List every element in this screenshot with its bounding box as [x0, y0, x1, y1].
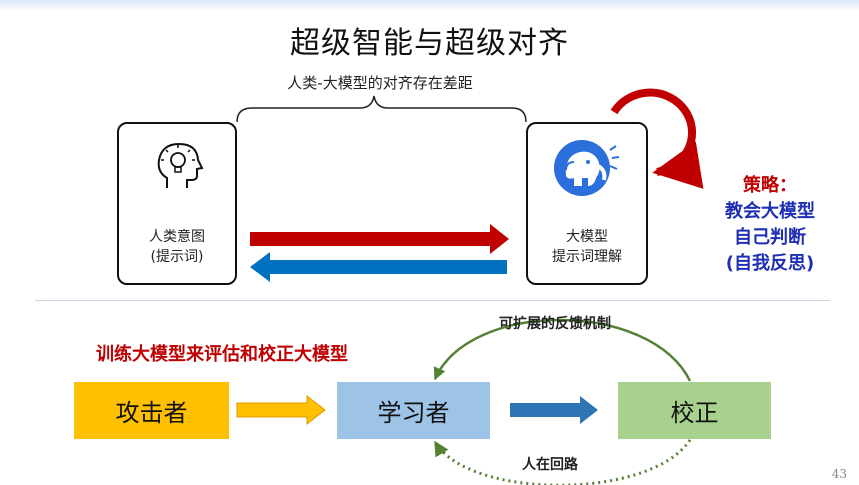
- strategy-line-3: (自我反思): [725, 253, 815, 274]
- alignment-gap-label: 人类-大模型的对齐存在差距: [287, 74, 473, 92]
- human-intent-box: 人类意图 (提示词): [117, 122, 237, 285]
- learner-box: 学习者: [337, 382, 490, 439]
- human-in-loop-label: 人在回路: [522, 457, 578, 473]
- backward-blue-arrow: [250, 252, 507, 282]
- top-gradient-bar: [0, 0, 859, 11]
- head-lightbulb-icon: [157, 142, 204, 188]
- elephant-logo-icon: [554, 140, 620, 196]
- attacker-to-learner-arrow: [236, 394, 326, 426]
- forward-red-arrow: [250, 224, 509, 254]
- attacker-box: 攻击者: [74, 382, 229, 439]
- gap-brace: [236, 95, 527, 123]
- self-reflection-loop: [610, 88, 704, 189]
- strategy-heading: 策略：: [743, 175, 797, 196]
- train-model-label: 训练大模型来评估和校正大模型: [96, 344, 348, 365]
- slide-title: 超级智能与超级对齐: [290, 26, 569, 61]
- page-number: 43: [831, 467, 847, 481]
- strategy-line-2: 自己判断: [734, 227, 806, 248]
- feedback-arc: [433, 318, 692, 382]
- strategy-line-1: 教会大模型: [725, 201, 815, 222]
- section-divider: [35, 300, 830, 301]
- human-intent-label: 人类意图: [149, 229, 205, 245]
- calibrate-box: 校正: [618, 382, 771, 439]
- learner-to-calibrate-arrow: [510, 396, 598, 424]
- large-model-label: 大模型: [566, 229, 608, 245]
- human-in-loop-arc: [433, 439, 692, 485]
- prompt-label: (提示词): [150, 249, 204, 265]
- large-model-box: 大模型 提示词理解: [526, 122, 648, 285]
- prompt-understanding-label: 提示词理解: [552, 249, 622, 265]
- scalable-feedback-label: 可扩展的反馈机制: [499, 316, 611, 332]
